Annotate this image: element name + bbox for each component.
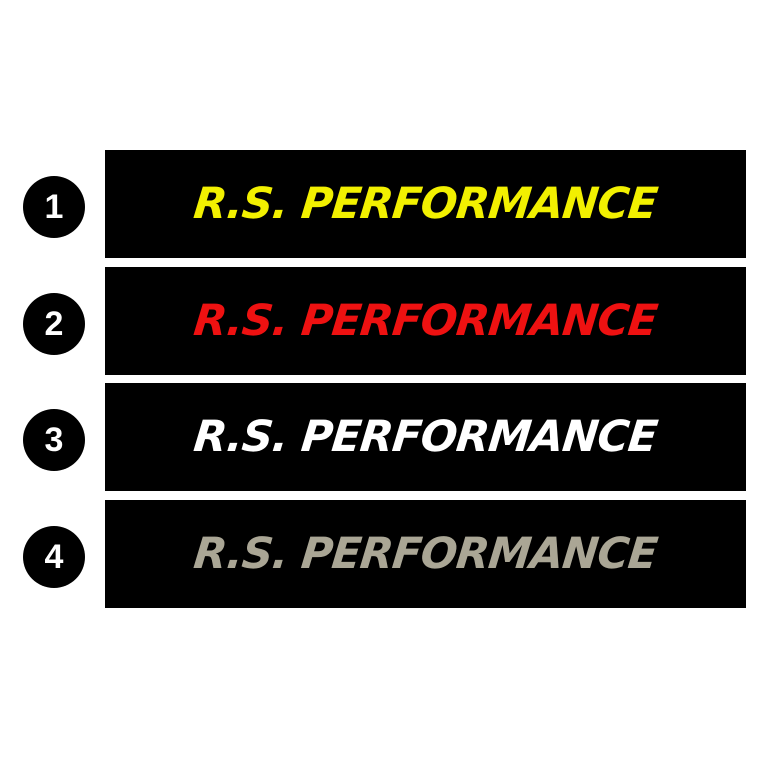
variant-row-4: 4 R.S. PERFORMANCE [0, 500, 761, 608]
number-badge: 3 [23, 409, 85, 471]
decal-strip: R.S. PERFORMANCE [105, 150, 746, 258]
decal-text: R.S. PERFORMANCE [191, 296, 660, 346]
decal-text: R.S. PERFORMANCE [191, 412, 660, 462]
decal-text: R.S. PERFORMANCE [191, 529, 660, 579]
number-badge: 2 [23, 293, 85, 355]
decal-strip: R.S. PERFORMANCE [105, 383, 746, 491]
decal-strip: R.S. PERFORMANCE [105, 500, 746, 608]
number-badge: 4 [23, 526, 85, 588]
number-badge: 1 [23, 176, 85, 238]
decal-strip: R.S. PERFORMANCE [105, 267, 746, 375]
variant-row-3: 3 R.S. PERFORMANCE [0, 383, 761, 491]
variant-row-2: 2 R.S. PERFORMANCE [0, 267, 761, 375]
variant-row-1: 1 R.S. PERFORMANCE [0, 150, 761, 258]
decal-text: R.S. PERFORMANCE [191, 179, 660, 229]
